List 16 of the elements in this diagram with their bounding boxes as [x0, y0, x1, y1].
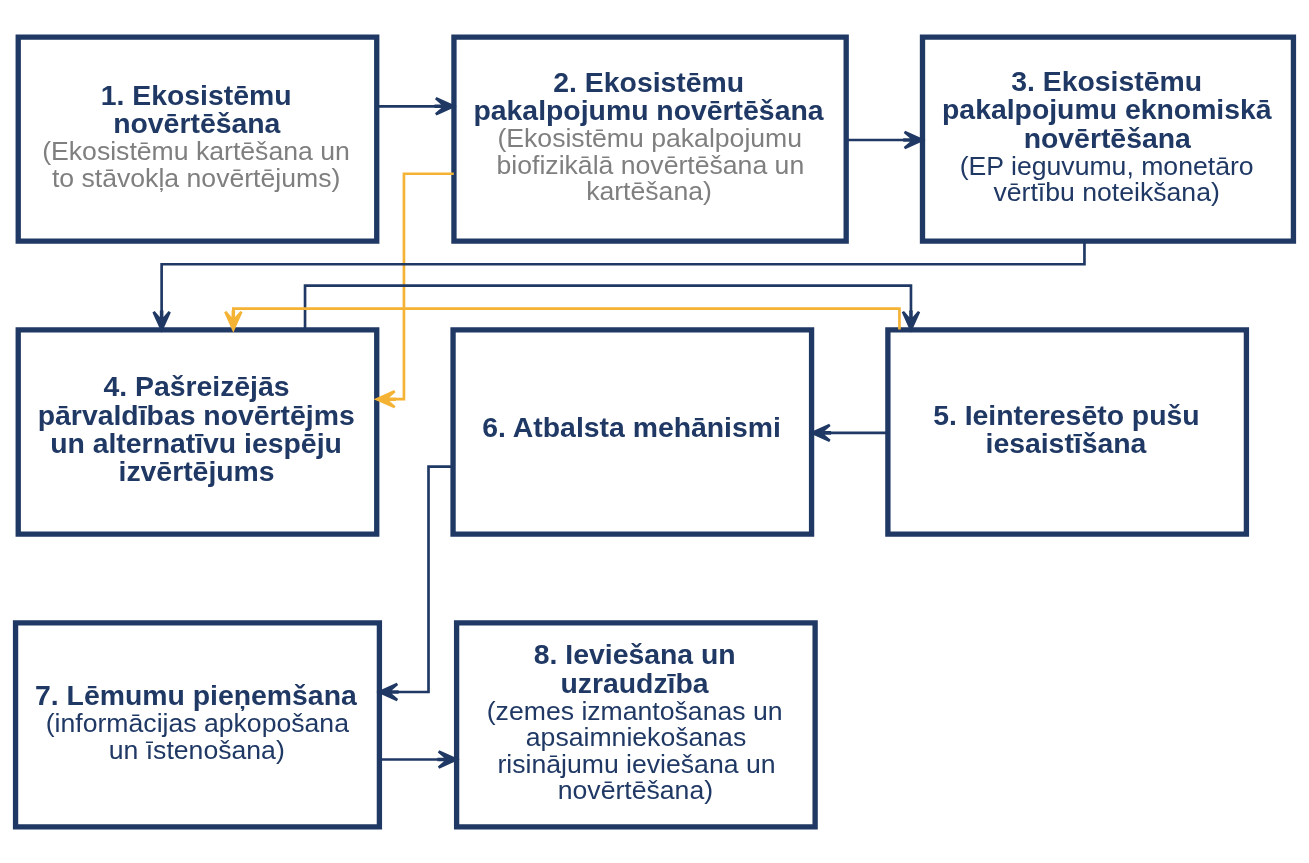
arrow	[152, 240, 1086, 331]
arrow	[224, 306, 901, 331]
arrow	[377, 96, 455, 116]
node-box: 1. Ekosistēmu novērtēšana (Ekosistēmu kartēšana un to stāvokļa novērtējums)	[15, 33, 380, 244]
arrow	[846, 130, 924, 149]
arrow	[378, 464, 453, 701]
node-box: 5. Ieinteresēto pušu iesaistīšana	[885, 326, 1250, 537]
node-box: 3. Ekosistēmu pakalpojumu eknomiskā novērtēšana (EP ieguvumu, monetāro vērtību noteikšana)	[919, 33, 1297, 244]
node-box: 2. Ekosistēmu pakalpojumu novērtēšana (Ekosistēmu pakalpojumu biofizikālā novērtēšana un kartēšana)	[451, 33, 849, 244]
node-box: 4. Pašreizējās pārvaldības novērtējms un alternatīvu iespēju izvērtējums	[15, 326, 380, 537]
arrow	[379, 749, 458, 769]
arrow	[303, 283, 921, 331]
node-box: 6. Atbalsta mehānismi	[450, 326, 815, 537]
node-box: 7. Lēmumu pieņemšana (informācijas apkopošana un īstenošana)	[12, 619, 383, 830]
node-box: 8. Ieviešana un uzraudzība (zemes izmantošanas un apsaimniekošanas risinājumu ieviešana un novērtēšana)	[453, 619, 818, 830]
arrow	[375, 171, 454, 408]
